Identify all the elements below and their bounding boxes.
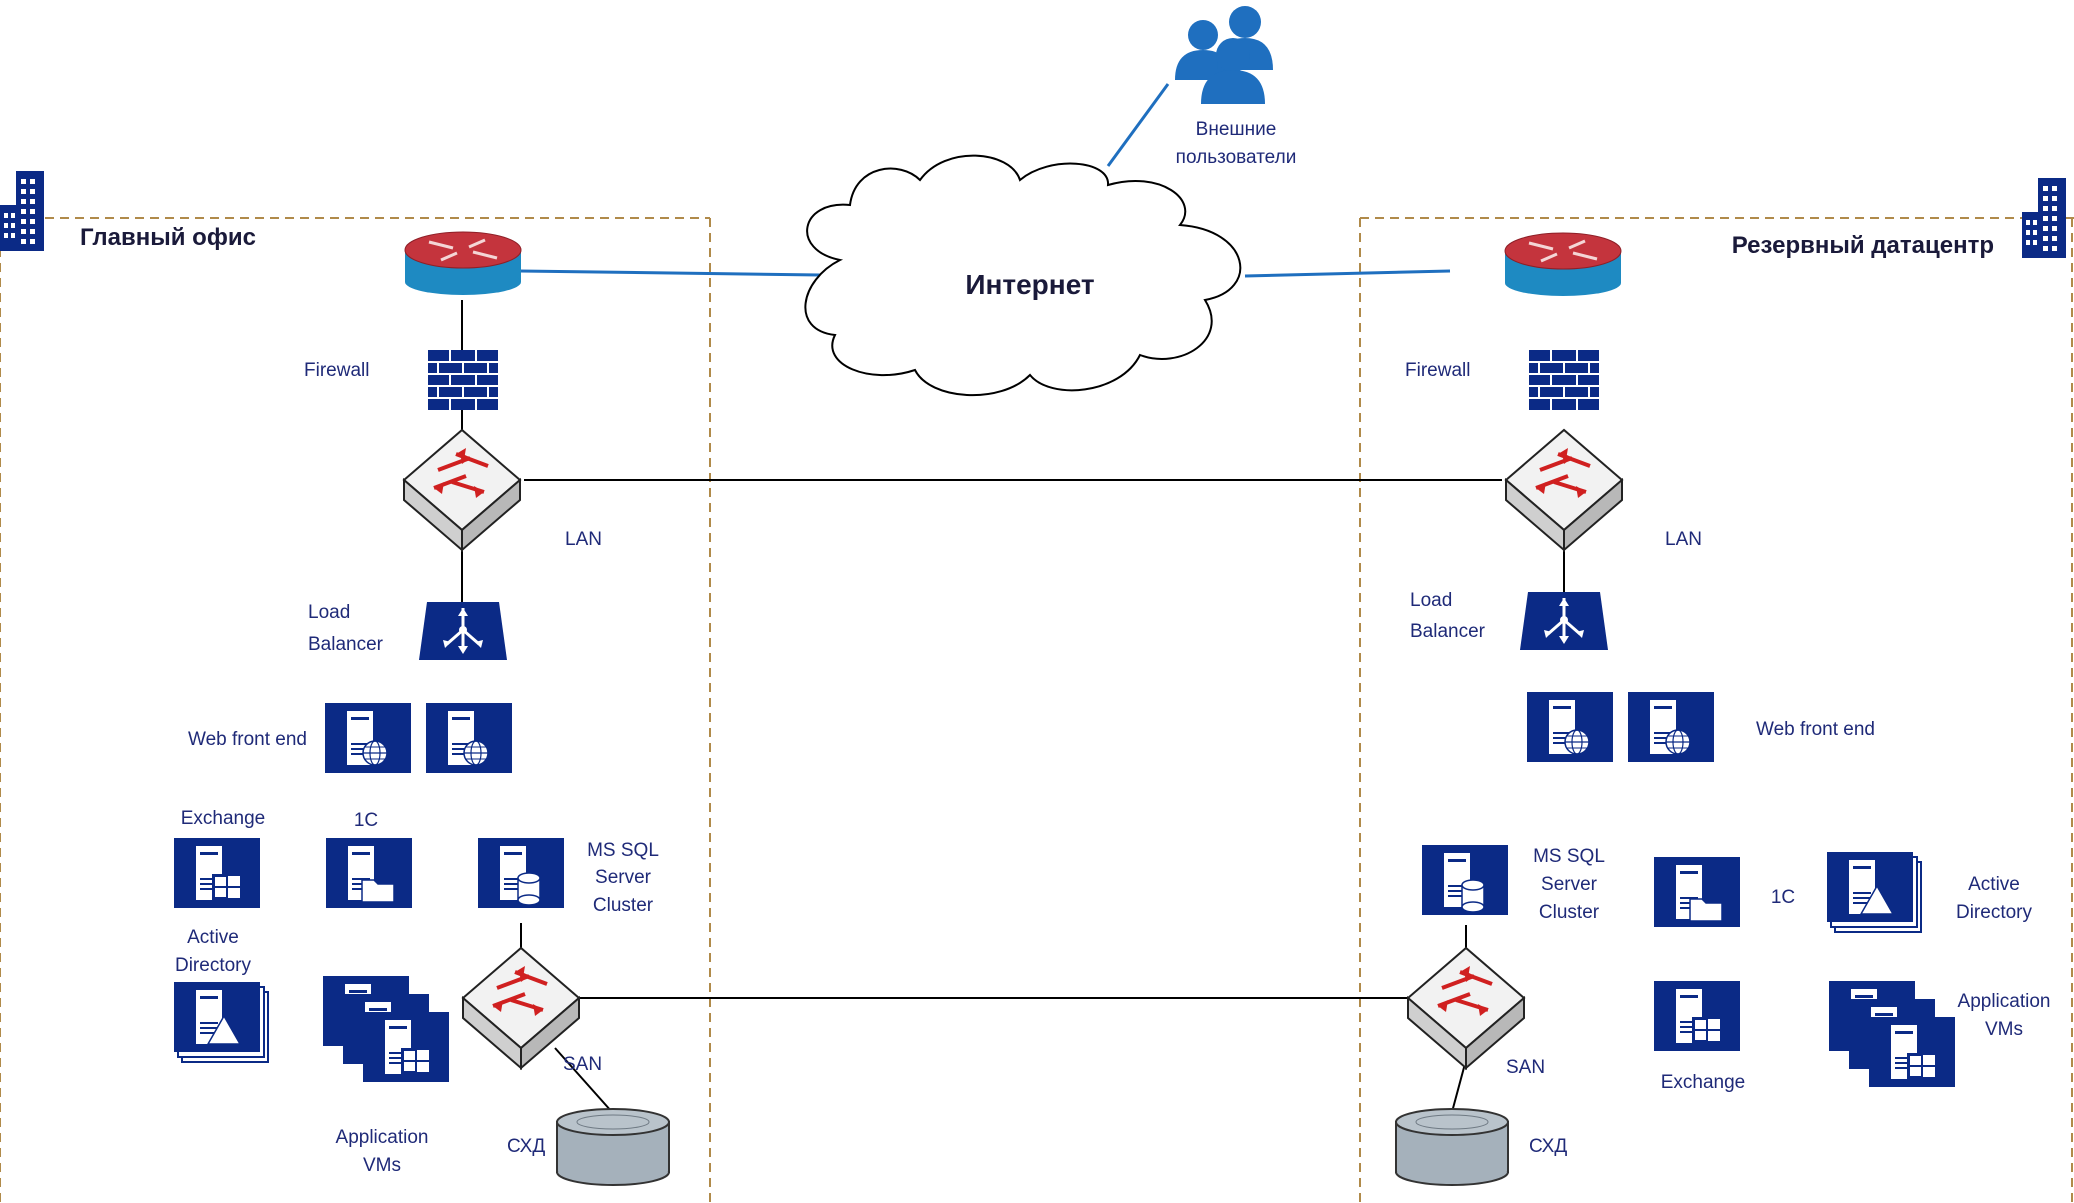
active-directory-label-1: Active: [187, 927, 239, 948]
building-icon: [2022, 178, 2066, 258]
ms-sql-label-2: Server: [1541, 874, 1598, 895]
exchange-server-icon: [1654, 981, 1740, 1051]
web-server-icon: [325, 703, 411, 773]
internet-cloud: [804, 154, 1242, 397]
firewall-label: Firewall: [1405, 360, 1470, 381]
ms-sql-label-1: MS SQL: [587, 840, 659, 861]
active-directory-label-2: Directory: [1956, 902, 2033, 923]
load-balancer-label-1: Load: [1410, 590, 1452, 611]
storage-icon: [556, 1108, 670, 1186]
application-vms-label-2: VMs: [1985, 1019, 2023, 1040]
internet-label: Интернет: [965, 269, 1094, 300]
link-internet-users: [1106, 83, 1170, 167]
load-balancer-icon: [417, 600, 509, 662]
web-front-end-label: Web front end: [188, 729, 307, 750]
san-label: SAN: [1506, 1057, 1545, 1078]
firewall-icon: [1528, 349, 1600, 411]
san-label: SAN: [563, 1054, 602, 1075]
web-server-icon: [1628, 692, 1714, 762]
one-c-label: 1C: [1771, 887, 1795, 908]
backup-dc-title: Резервный датацентр: [1732, 232, 1994, 259]
one-c-server-icon: [1654, 857, 1740, 927]
link-router-internet-left: [519, 269, 821, 277]
application-vms-icon: [1829, 981, 1955, 1087]
web-server-icon: [426, 703, 512, 773]
lan-switch-icon: [1504, 428, 1624, 552]
application-vms-icon: [323, 976, 449, 1082]
active-directory-label-2: Directory: [175, 955, 252, 976]
san-switch-icon: [1406, 946, 1526, 1070]
ms-sql-label-3: Cluster: [593, 895, 654, 916]
load-balancer-label-1: Load: [308, 602, 350, 623]
storage-icon: [1395, 1108, 1509, 1186]
lan-label: LAN: [1665, 529, 1702, 550]
router-icon: [403, 230, 523, 297]
load-balancer-label-2: Balancer: [308, 634, 384, 655]
load-balancer-icon: [1518, 590, 1610, 652]
building-icon: [0, 171, 44, 251]
active-directory-label-1: Active: [1968, 874, 2020, 895]
web-front-end-label: Web front end: [1756, 719, 1875, 740]
one-c-server-icon: [326, 838, 412, 908]
storage-label: СХД: [507, 1136, 545, 1157]
application-vms-label-1: Application: [1958, 991, 2051, 1012]
sql-server-icon: [1422, 845, 1508, 915]
one-c-label: 1C: [354, 810, 378, 831]
load-balancer-label-2: Balancer: [1410, 621, 1486, 642]
lan-label: LAN: [565, 529, 602, 550]
web-server-icon: [1527, 692, 1613, 762]
active-directory-icon: [1827, 852, 1921, 932]
ms-sql-label-1: MS SQL: [1533, 846, 1605, 867]
active-directory-icon: [174, 982, 268, 1062]
users-icon: [1175, 6, 1273, 104]
firewall-icon: [427, 349, 499, 411]
exchange-label: Exchange: [181, 808, 266, 829]
link-internet-router-right: [1244, 269, 1451, 278]
main-office-boundary: [0, 217, 711, 1203]
firewall-label: Firewall: [304, 360, 369, 381]
main-office-title: Главный офис: [80, 224, 256, 251]
lan-switch-icon: [402, 428, 522, 552]
external-users-label-2: пользователи: [1176, 147, 1297, 168]
sql-server-icon: [478, 838, 564, 908]
exchange-server-icon: [174, 838, 260, 908]
san-switch-icon: [461, 946, 581, 1070]
ms-sql-label-2: Server: [595, 867, 652, 888]
application-vms-label-2: VMs: [363, 1155, 401, 1176]
storage-label: СХД: [1529, 1136, 1567, 1157]
ms-sql-label-3: Cluster: [1539, 902, 1600, 923]
external-users-label-1: Внешние: [1196, 119, 1277, 140]
router-icon: [1503, 231, 1623, 298]
application-vms-label-1: Application: [336, 1127, 429, 1148]
exchange-label: Exchange: [1661, 1072, 1746, 1093]
